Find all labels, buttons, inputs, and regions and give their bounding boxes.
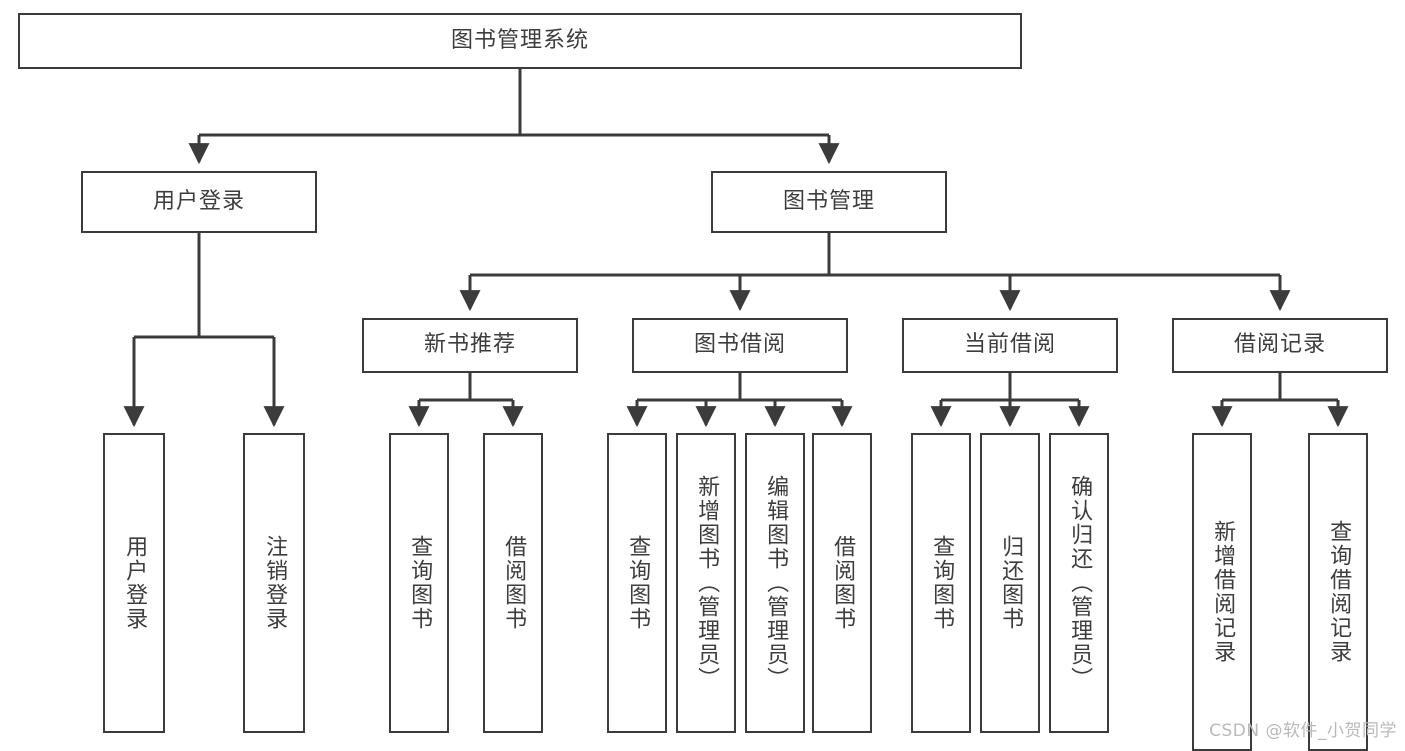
node-leaf-user-login-label: 用户登录: [122, 535, 148, 631]
node-leaf-borrow-book-2-label: 借阅图书: [830, 535, 856, 631]
node-root-label: 图书管理系统: [450, 27, 589, 53]
csdn-watermark: CSDN @软件_小贺同学: [1209, 721, 1397, 741]
node-leaf-confirm-return-label: 确认归还（管理员）: [1067, 475, 1093, 691]
node-leaf-confirm-return[interactable]: 确认归还（管理员）: [1049, 433, 1109, 733]
node-leaf-borrow-book-2[interactable]: 借阅图书: [812, 433, 872, 733]
node-leaf-logout-label: 注销登录: [262, 535, 288, 631]
node-book-borrow-label: 图书借阅: [693, 332, 786, 358]
node-leaf-query-book-3-label: 查询图书: [929, 535, 955, 631]
node-current-borrow[interactable]: 当前借阅: [902, 318, 1118, 373]
node-leaf-query-book-3[interactable]: 查询图书: [911, 433, 971, 733]
node-new-book-recommend-label: 新书推荐: [423, 332, 516, 358]
node-leaf-add-book[interactable]: 新增图书（管理员）: [676, 433, 736, 733]
node-book-manage[interactable]: 图书管理: [711, 171, 947, 233]
node-leaf-logout[interactable]: 注销登录: [243, 433, 305, 733]
node-borrow-record[interactable]: 借阅记录: [1172, 318, 1388, 373]
node-leaf-edit-book-label: 编辑图书（管理员）: [763, 475, 789, 691]
node-borrow-record-label: 借阅记录: [1233, 332, 1326, 358]
node-leaf-add-book-label: 新增图书（管理员）: [694, 475, 720, 691]
node-root[interactable]: 图书管理系统: [18, 13, 1022, 69]
node-current-borrow-label: 当前借阅: [963, 332, 1056, 358]
node-leaf-query-book-2[interactable]: 查询图书: [607, 433, 667, 733]
node-leaf-return-book[interactable]: 归还图书: [980, 433, 1040, 733]
node-leaf-query-book-2-label: 查询图书: [625, 535, 651, 631]
node-user-login-label: 用户登录: [152, 188, 245, 214]
node-book-borrow[interactable]: 图书借阅: [632, 318, 848, 373]
node-leaf-borrow-book-1[interactable]: 借阅图书: [483, 433, 543, 733]
node-user-login[interactable]: 用户登录: [81, 171, 317, 233]
node-leaf-return-book-label: 归还图书: [998, 535, 1024, 631]
node-leaf-add-record-label: 新增借阅记录: [1210, 520, 1236, 664]
node-leaf-borrow-book-1-label: 借阅图书: [501, 535, 527, 631]
node-book-manage-label: 图书管理: [782, 188, 875, 214]
node-leaf-query-book-1[interactable]: 查询图书: [389, 433, 449, 733]
node-leaf-user-login[interactable]: 用户登录: [103, 433, 165, 733]
node-leaf-query-record[interactable]: 查询借阅记录: [1308, 433, 1368, 751]
node-leaf-query-book-1-label: 查询图书: [407, 535, 433, 631]
node-leaf-query-record-label: 查询借阅记录: [1326, 520, 1352, 664]
node-leaf-edit-book[interactable]: 编辑图书（管理员）: [745, 433, 805, 733]
node-new-book-recommend[interactable]: 新书推荐: [362, 318, 578, 373]
node-leaf-add-record[interactable]: 新增借阅记录: [1192, 433, 1252, 751]
